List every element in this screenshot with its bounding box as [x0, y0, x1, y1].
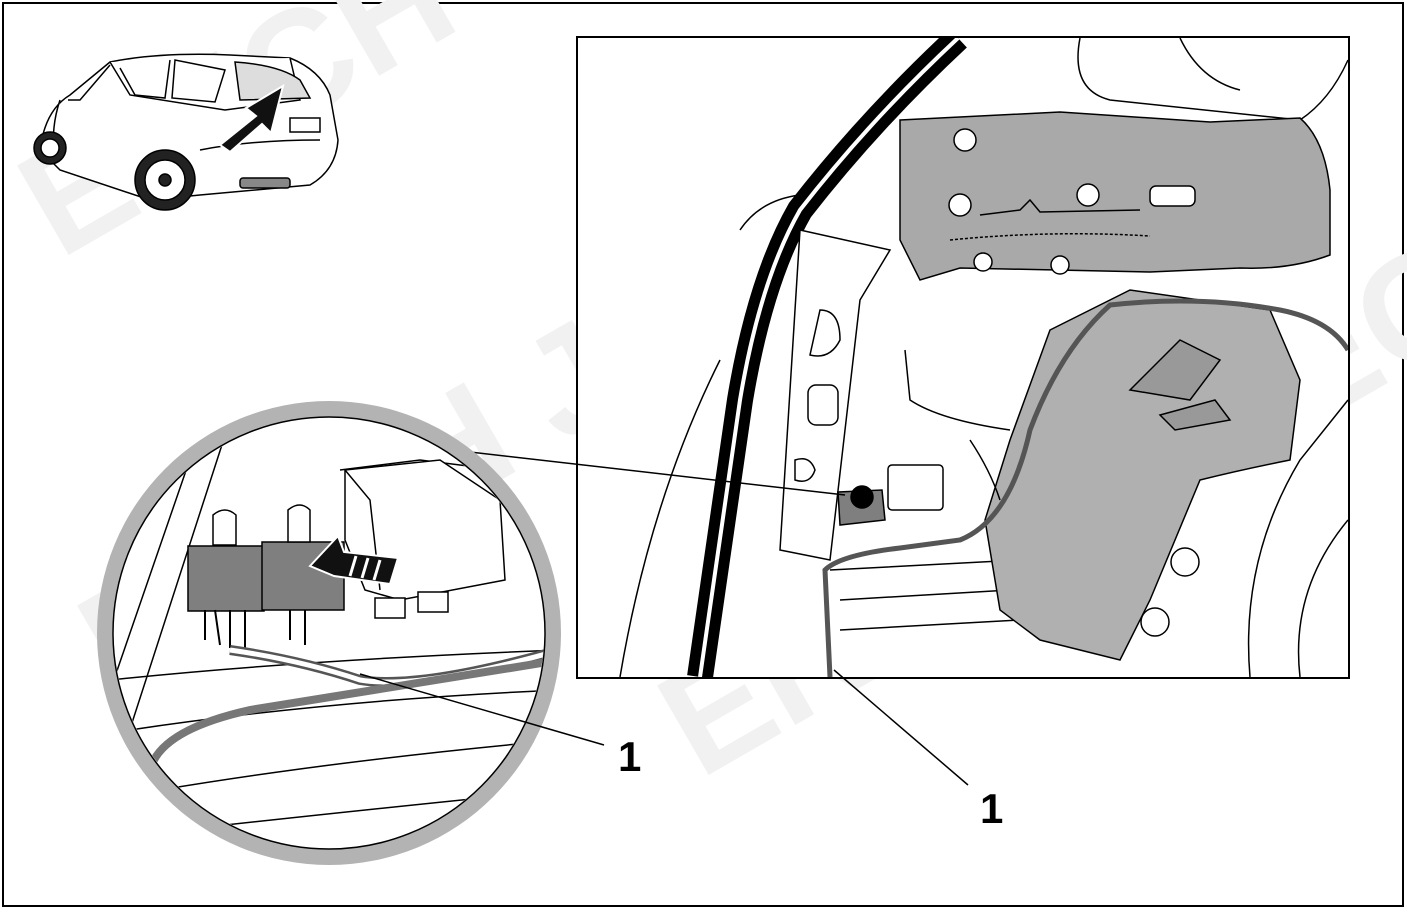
parcel-shelf-panel — [899, 111, 1331, 281]
leader-line-left — [359, 673, 605, 746]
leader-line-right — [833, 669, 969, 786]
magnified-relay-left — [187, 545, 265, 612]
side-trim-panel — [984, 289, 1301, 661]
callout-number-right: 1 — [980, 785, 1004, 832]
detail-view-panel — [576, 36, 1350, 679]
control-module-box — [887, 464, 944, 511]
magnified-detail-view — [97, 401, 561, 865]
wiring-harness — [822, 298, 1348, 677]
insert-direction-arrow-icon — [308, 534, 400, 586]
car-overview-illustration — [33, 53, 339, 211]
callout-number-left: 1 — [618, 733, 642, 780]
location-arrow-icon — [218, 83, 285, 154]
